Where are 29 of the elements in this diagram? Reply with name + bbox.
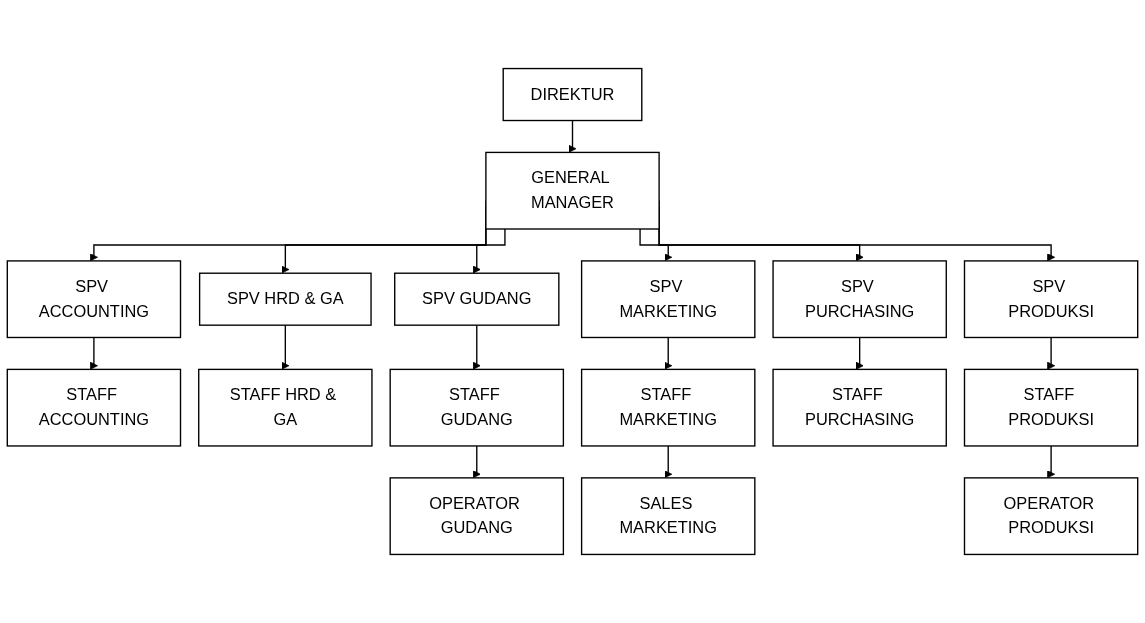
node-box: SPV MARKETING bbox=[580, 260, 756, 339]
node-box: OPERATOR PRODUKSI bbox=[963, 477, 1139, 556]
arrow bbox=[472, 228, 506, 274]
node-box: SPV HRD & GA bbox=[198, 272, 372, 326]
node-box: STAFF PURCHASING bbox=[772, 368, 947, 447]
arrow bbox=[855, 336, 864, 370]
node-box: DIREKTUR bbox=[502, 67, 643, 122]
node-box: STAFF MARKETING bbox=[580, 368, 756, 447]
node-box: SPV PURCHASING bbox=[772, 260, 947, 339]
arrow bbox=[89, 336, 98, 370]
arrow bbox=[472, 324, 481, 370]
arrow bbox=[281, 324, 290, 370]
arrow bbox=[472, 445, 481, 479]
node-box: SPV PRODUKSI bbox=[963, 260, 1139, 339]
node-box: STAFF GUDANG bbox=[389, 368, 565, 447]
arrow bbox=[664, 445, 673, 479]
node-box: STAFF HRD & GA bbox=[198, 368, 373, 447]
arrow bbox=[639, 228, 673, 262]
node-box: STAFF ACCOUNTING bbox=[6, 368, 182, 447]
arrow bbox=[664, 336, 673, 370]
node-box: OPERATOR GUDANG bbox=[389, 477, 565, 556]
node-box: STAFF PRODUKSI bbox=[963, 368, 1139, 447]
node-box: SPV ACCOUNTING bbox=[6, 260, 182, 339]
node-box: GENERAL MANAGER bbox=[485, 151, 660, 230]
arrow bbox=[568, 119, 577, 153]
node-box: SALES MARKETING bbox=[580, 477, 756, 556]
arrow bbox=[1047, 445, 1056, 479]
arrow bbox=[1047, 336, 1056, 370]
node-box: SPV GUDANG bbox=[394, 272, 560, 326]
